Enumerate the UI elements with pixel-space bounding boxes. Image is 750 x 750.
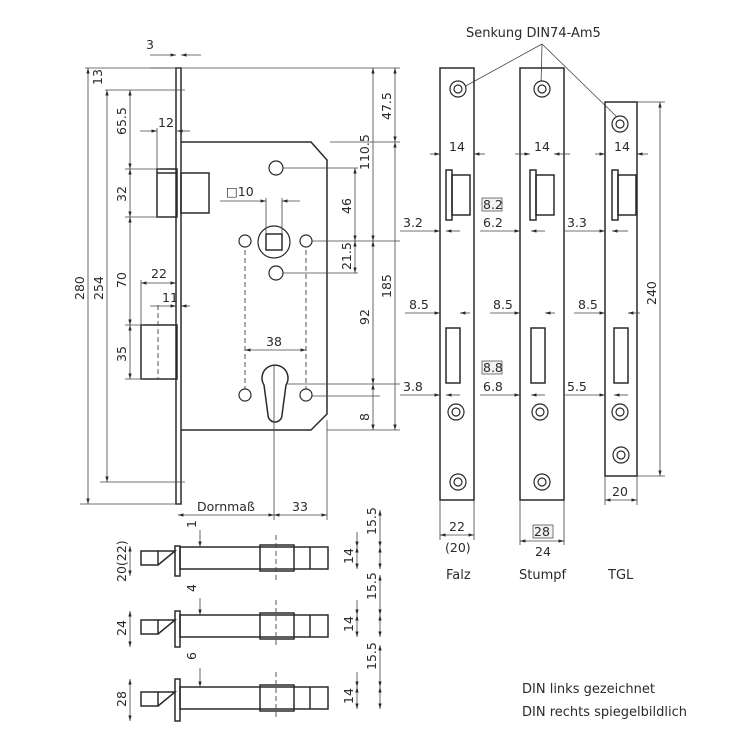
dim-screw-span: 254 <box>91 276 106 300</box>
tgl-plate-height: 240 <box>644 281 659 305</box>
latch <box>156 168 178 218</box>
bolt-2-offset: 15.5 <box>364 572 379 600</box>
falz-bolt-width: 8.5 <box>409 297 429 312</box>
stumpf-label: Stumpf <box>519 568 567 583</box>
tgl-latch-offset: 3.3 <box>567 215 587 230</box>
dim-bolt-half: 11 <box>162 290 178 305</box>
lower-fixing-hole <box>268 265 284 281</box>
bolt-3-gap: 6 <box>184 652 199 660</box>
dim-backset-extra: 33 <box>292 499 308 514</box>
dim-body-height: 185 <box>379 274 394 298</box>
falz-latch-width: 14 <box>449 139 465 154</box>
faceplate <box>175 67 182 505</box>
stumpf-latch-offset-boxed: 8.2 <box>483 197 503 212</box>
strike-plate-stumpf: 14 8.2 6.2 8.5 8.8 6.8 28 24 Stumpf <box>480 67 570 583</box>
stumpf-plate-width-boxed: 28 <box>534 524 550 539</box>
bolt-1-gap: 1 <box>184 520 199 528</box>
bolt-2-faceplate: 24 <box>114 620 129 636</box>
falz-bolt-offset: 3.8 <box>403 379 423 394</box>
bolt-variants: 20(22) 1 14 15.5 24 4 14 15.5 <box>114 507 382 722</box>
dim-backset-label: Dornmaß <box>197 499 255 514</box>
bolt-1-offset: 15.5 <box>364 507 379 535</box>
lock-body-view: 3 13 280 254 65.5 32 70 35 12 22 11 □10 … <box>72 37 400 520</box>
dim-latch-depth: 12 <box>158 115 174 130</box>
note-right-hand: DIN rechts spiegelbildlich <box>522 705 687 720</box>
falz-plate-width-alt: (20) <box>445 540 471 555</box>
dim-hole-spacing: 38 <box>266 334 282 349</box>
dim-latch-to-bolt: 70 <box>114 272 129 288</box>
dim-total-height: 280 <box>72 276 87 300</box>
tgl-label: TGL <box>607 568 634 583</box>
stumpf-bolt-offset: 6.8 <box>483 379 503 394</box>
tgl-plate-width: 20 <box>612 484 628 499</box>
stumpf-latch-offset: 6.2 <box>483 215 503 230</box>
top-fixing-hole <box>268 160 284 176</box>
bolt-variant-3: 28 6 14 15.5 <box>114 642 382 722</box>
countersink-callout: Senkung DIN74-Am5 <box>466 26 601 41</box>
dim-bolt-depth: 22 <box>151 266 167 281</box>
spindle-square <box>265 233 283 251</box>
note-left-hand: DIN links gezeichnet <box>522 682 655 697</box>
stumpf-latch-width: 14 <box>534 139 550 154</box>
dim-spindle-top-hole: 46 <box>339 198 354 214</box>
stumpf-plate-width: 24 <box>535 544 551 559</box>
left-handle-hole <box>238 234 252 248</box>
latch-inner <box>180 172 210 214</box>
deadbolt <box>140 324 178 380</box>
spindle-hub <box>257 225 291 259</box>
bolt-variant-1: 20(22) 1 14 15.5 <box>114 507 382 582</box>
dim-cylinder-bottom: 8 <box>357 413 372 421</box>
dim-bolt-height: 35 <box>114 346 129 362</box>
falz-label: Falz <box>446 568 471 583</box>
bolt-3-faceplate: 28 <box>114 691 129 707</box>
cylinder-left-hole <box>238 388 252 402</box>
lock-case <box>181 141 328 431</box>
cylinder-hole <box>261 364 289 423</box>
dim-spindle-lower-hole: 21.5 <box>339 242 354 270</box>
dim-latch-height: 32 <box>114 186 129 202</box>
dim-top-offset: 13 <box>90 69 105 85</box>
dim-body-top-spindle: 110.5 <box>357 134 372 170</box>
falz-plate-width: 22 <box>449 519 465 534</box>
falz-latch-offset: 3.2 <box>403 215 423 230</box>
bolt-3-offset: 15.5 <box>364 642 379 670</box>
tgl-latch-width: 14 <box>614 139 630 154</box>
dim-faceplate-thickness: 3 <box>146 37 154 52</box>
dim-faceplate-to-body: 47.5 <box>379 92 394 120</box>
bolt-3-height: 14 <box>341 688 356 704</box>
bolt-2-height: 14 <box>341 616 356 632</box>
bolt-1-faceplate: 20(22) <box>114 540 129 582</box>
strike-plate-tgl: 14 3.3 8.5 5.5 240 20 TGL <box>565 101 665 583</box>
stumpf-bolt-width: 8.5 <box>493 297 513 312</box>
tgl-bolt-offset: 5.5 <box>567 379 587 394</box>
bolt-2-gap: 4 <box>184 584 199 592</box>
cylinder-right-hole <box>299 388 313 402</box>
bolt-1-height: 14 <box>341 548 356 564</box>
dim-square: □10 <box>226 184 254 199</box>
stumpf-bolt-offset-boxed: 8.8 <box>483 360 503 375</box>
dim-spindle-cylinder: 92 <box>357 309 372 325</box>
dim-latch-top: 65.5 <box>114 107 129 135</box>
strike-plate-falz: 14 3.2 8.5 3.8 22 (20) Falz <box>400 67 485 583</box>
tgl-bolt-width: 8.5 <box>578 297 598 312</box>
right-handle-hole <box>299 234 313 248</box>
bolt-variant-2: 24 4 14 15.5 <box>114 572 382 648</box>
